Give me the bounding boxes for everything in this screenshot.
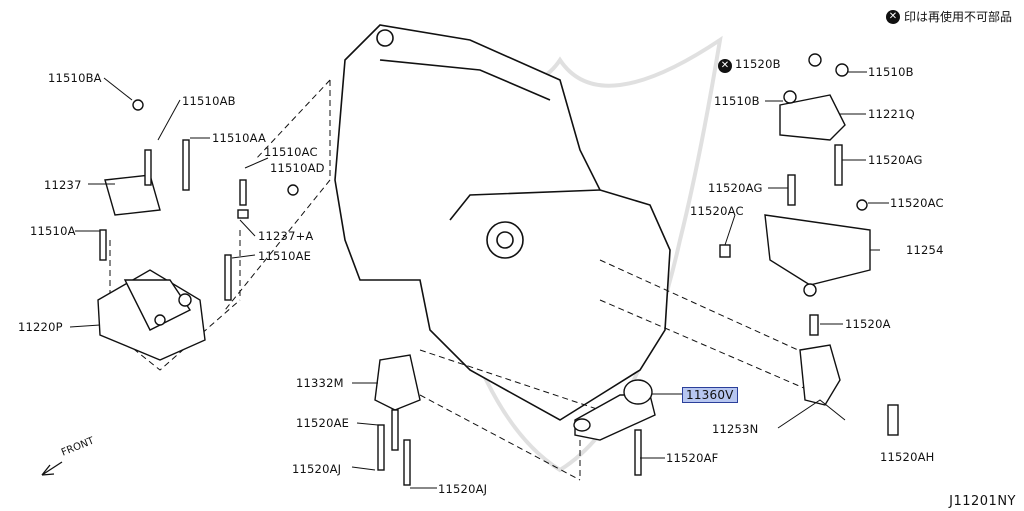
part-label-11520ae[interactable]: 11520AE [296, 416, 349, 430]
part-number: 11510B [868, 65, 914, 79]
part-number: 11510AD [270, 161, 325, 175]
figure-code: J11201NY [949, 494, 1016, 509]
part-label-11220p[interactable]: 11220P [18, 320, 63, 334]
part-number: 11220P [18, 320, 63, 334]
part-label-11510ac[interactable]: 11510AC [264, 145, 318, 159]
part-number: 11360V [686, 388, 734, 402]
part-number: 11510BA [48, 71, 102, 85]
part-number: 11520AG [868, 153, 923, 167]
part-label-11520af[interactable]: 11520AF [666, 451, 718, 465]
part-number: 11254 [906, 243, 944, 257]
front-arrow-icon [41, 461, 63, 476]
left-mount-bracket [97, 99, 299, 361]
label-leaders [69, 71, 889, 489]
right-mount-assembly [719, 53, 899, 436]
part-number: 11237 [44, 178, 82, 192]
part-label-11520b[interactable]: ✕11520B [718, 57, 781, 73]
part-label-11510b_top[interactable]: 11510B [868, 65, 914, 79]
part-number: 11520AJ [438, 482, 488, 496]
part-number: 11520AE [296, 416, 350, 430]
part-number: 11520AJ [292, 462, 342, 476]
part-label-11332m[interactable]: 11332M [296, 376, 344, 390]
part-label-11520ac_1[interactable]: 11520AC [690, 204, 744, 218]
legend-text: 印は再使用不可部品 [903, 10, 1012, 24]
nonreusable-legend: ✕ 印は再使用不可部品 [885, 8, 1012, 25]
x-circle-icon: ✕ [718, 59, 732, 73]
part-number: 11510AB [182, 94, 236, 108]
part-number: 11221Q [868, 107, 915, 121]
part-number: 11237+A [258, 229, 314, 243]
part-number: 11510AC [264, 145, 318, 159]
part-number: 11332M [296, 376, 344, 390]
part-number: 11510B [714, 94, 760, 108]
part-number: 11520AC [690, 204, 744, 218]
part-number: 11520A [845, 317, 891, 331]
part-number: 11510AE [258, 249, 312, 263]
part-label-11237[interactable]: 11237 [44, 178, 82, 192]
part-label-11510ab[interactable]: 11510AB [182, 94, 236, 108]
part-label-11221q[interactable]: 11221Q [868, 107, 915, 121]
part-label-11510a[interactable]: 11510A [30, 224, 76, 238]
part-number: 11520AG [708, 181, 763, 195]
part-label-11360v[interactable]: 11360V [682, 387, 738, 403]
part-label-11510aa[interactable]: 11510AA [212, 131, 266, 145]
engine-block [334, 24, 671, 421]
part-number: 11520AH [880, 450, 935, 464]
torque-rod [573, 379, 656, 476]
x-circle-icon: ✕ [885, 9, 900, 24]
part-label-11520ah[interactable]: 11520AH [880, 450, 935, 464]
part-label-11510ba[interactable]: 11510BA [48, 71, 102, 85]
part-label-11520ac_2[interactable]: 11520AC [890, 196, 944, 210]
part-label-11253n[interactable]: 11253N [712, 422, 758, 436]
part-number: 11510A [30, 224, 76, 238]
part-number: 11520AC [890, 196, 944, 210]
rear-mount-bracket [374, 354, 421, 486]
part-label-11510ad[interactable]: 11510AD [270, 161, 325, 175]
part-label-11510b_left[interactable]: 11510B [714, 94, 760, 108]
part-number: 11520B [735, 57, 781, 71]
part-number: 11253N [712, 422, 759, 436]
part-label-11520ag_1[interactable]: 11520AG [868, 153, 923, 167]
part-label-11510ae[interactable]: 11510AE [258, 249, 311, 263]
part-label-11237a[interactable]: 11237+A [258, 229, 314, 243]
part-label-11520a[interactable]: 11520A [845, 317, 891, 331]
part-label-11520aj_1[interactable]: 11520AJ [292, 462, 341, 476]
part-number: 11520AF [666, 451, 719, 465]
part-number: 11510AA [212, 131, 267, 145]
part-label-11254[interactable]: 11254 [906, 243, 944, 257]
part-label-11520aj_2[interactable]: 11520AJ [438, 482, 487, 496]
part-label-11520ag_2[interactable]: 11520AG [708, 181, 763, 195]
